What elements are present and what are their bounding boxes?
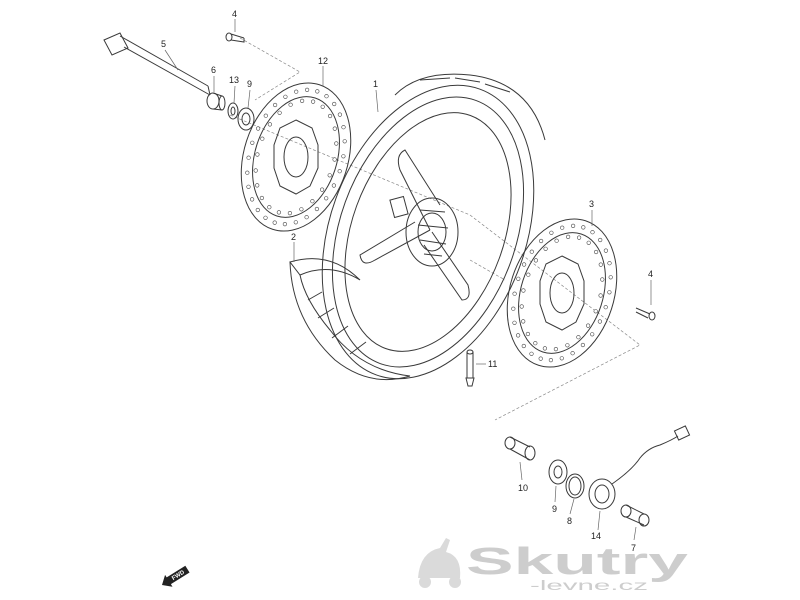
brake-disc-right: [506, 218, 618, 368]
callout-10: 10: [518, 483, 528, 493]
seal-part-13: [227, 102, 239, 120]
callout-14: 14: [591, 531, 601, 541]
valve-part: [465, 349, 475, 387]
scooter-logo-icon: [418, 538, 461, 588]
bearing-part-right: [548, 459, 568, 485]
bolt-part-right: [635, 307, 656, 321]
collar-part-right: [504, 436, 536, 461]
axle-part: [103, 32, 211, 96]
fwd-arrow-icon: FWD: [162, 565, 190, 587]
watermark-subtext: -levne.cz: [530, 577, 648, 593]
seal-ring-part: [565, 473, 585, 499]
tyre-part: [289, 258, 411, 381]
brake-disc-left: [240, 82, 352, 232]
disc-left-holes: [245, 87, 347, 227]
callout-8: 8: [567, 516, 572, 526]
watermark-brand: Skutry: [466, 541, 688, 583]
callout-7: 7: [631, 543, 636, 553]
callout-6: 6: [211, 65, 216, 75]
spacer-part-7: [620, 504, 650, 527]
assembly-lines: [229, 37, 641, 421]
disc-right-holes: [511, 223, 613, 363]
callout-9-left: 9: [247, 79, 252, 89]
callout-9-right: 9: [552, 504, 557, 514]
callout-3: 3: [589, 199, 594, 209]
watermark: Skutry -levne.cz: [418, 538, 688, 593]
wheel-rim-part: [321, 73, 546, 380]
callout-labels: 4 5 6 13 9 12 1 2 3 4 11 10 9 8 14 7: [161, 9, 653, 553]
callout-13: 13: [229, 75, 239, 85]
callout-4-top: 4: [232, 9, 237, 19]
callout-5: 5: [161, 39, 166, 49]
speedometer-gear-part: [588, 425, 691, 510]
callout-11: 11: [488, 359, 497, 369]
bearing-part-left: [237, 107, 255, 131]
callout-2: 2: [291, 232, 296, 242]
collar-part: [206, 92, 226, 111]
callout-4-right: 4: [648, 269, 653, 279]
callout-12: 12: [318, 56, 328, 66]
leader-lines: [164, 19, 652, 541]
callout-1: 1: [373, 79, 378, 89]
bolt-part-top: [225, 32, 245, 43]
